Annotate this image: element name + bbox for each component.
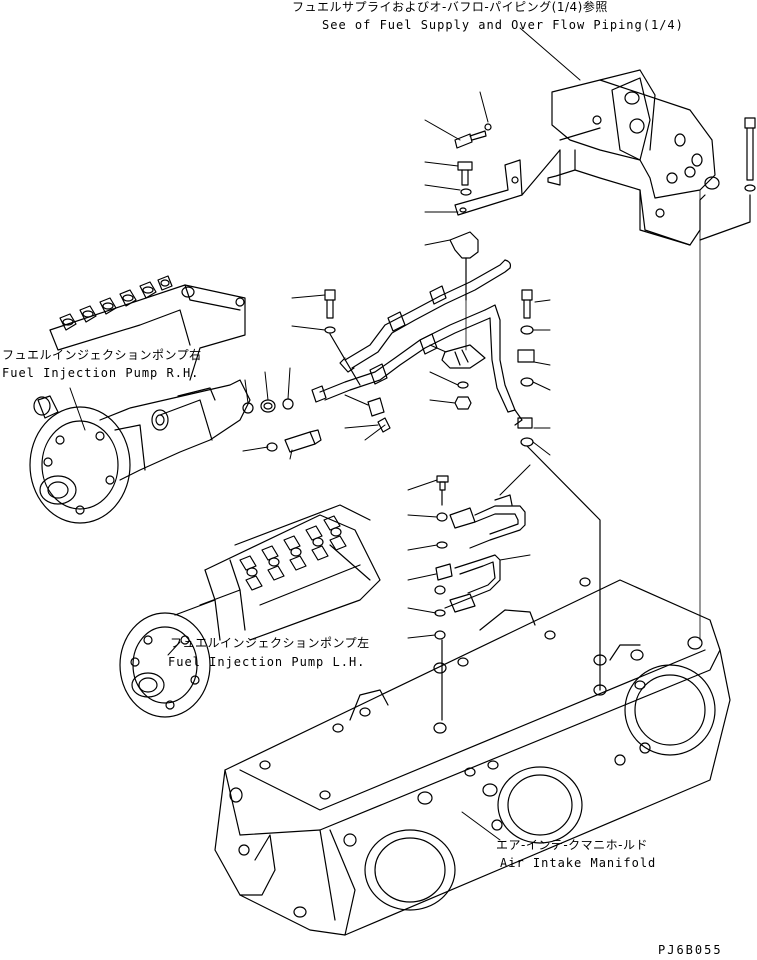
air-intake-manifold-label-jp: エア-インテ-クマニホ-ルド — [496, 838, 648, 852]
fuel-injection-pump-rh-label-en: Fuel Injection Pump R.H. — [2, 366, 200, 380]
bolts-top — [455, 118, 755, 240]
clamp-plate-upper — [455, 150, 560, 215]
banjo-bolts-left — [243, 290, 390, 452]
pipe-clamp-middle — [442, 345, 485, 409]
guide-lines — [466, 190, 700, 640]
fuel-pipes-lower — [435, 476, 525, 720]
drawing-code: PJ6B055 — [658, 943, 723, 957]
fuel-injection-pump-lh-label-jp: フュエルインジェクションポンプ左 — [170, 636, 370, 650]
air-intake-manifold — [215, 578, 730, 935]
fuel-injection-pump-rh — [30, 276, 250, 523]
leader-lines — [70, 28, 580, 840]
banjo-bolts-right — [518, 290, 600, 690]
fuel-injection-pump-lh — [120, 505, 380, 717]
overflow-bracket-assembly — [548, 70, 719, 245]
fuel-injection-pump-rh-label-jp: フュエルインジェクションポンプ右 — [2, 348, 202, 362]
fuel-pipes-upper — [312, 260, 522, 425]
fuel-injection-pump-lh-label-en: Fuel Injection Pump L.H. — [168, 655, 366, 669]
fuel-supply-reference-jp: フュエルサプライおよびオ-バフロ-パイピング(1/4)参照 — [292, 0, 608, 14]
air-intake-manifold-label-en: Air Intake Manifold — [500, 856, 657, 870]
fuel-supply-reference-en: See of Fuel Supply and Over Flow Piping(… — [322, 18, 684, 32]
